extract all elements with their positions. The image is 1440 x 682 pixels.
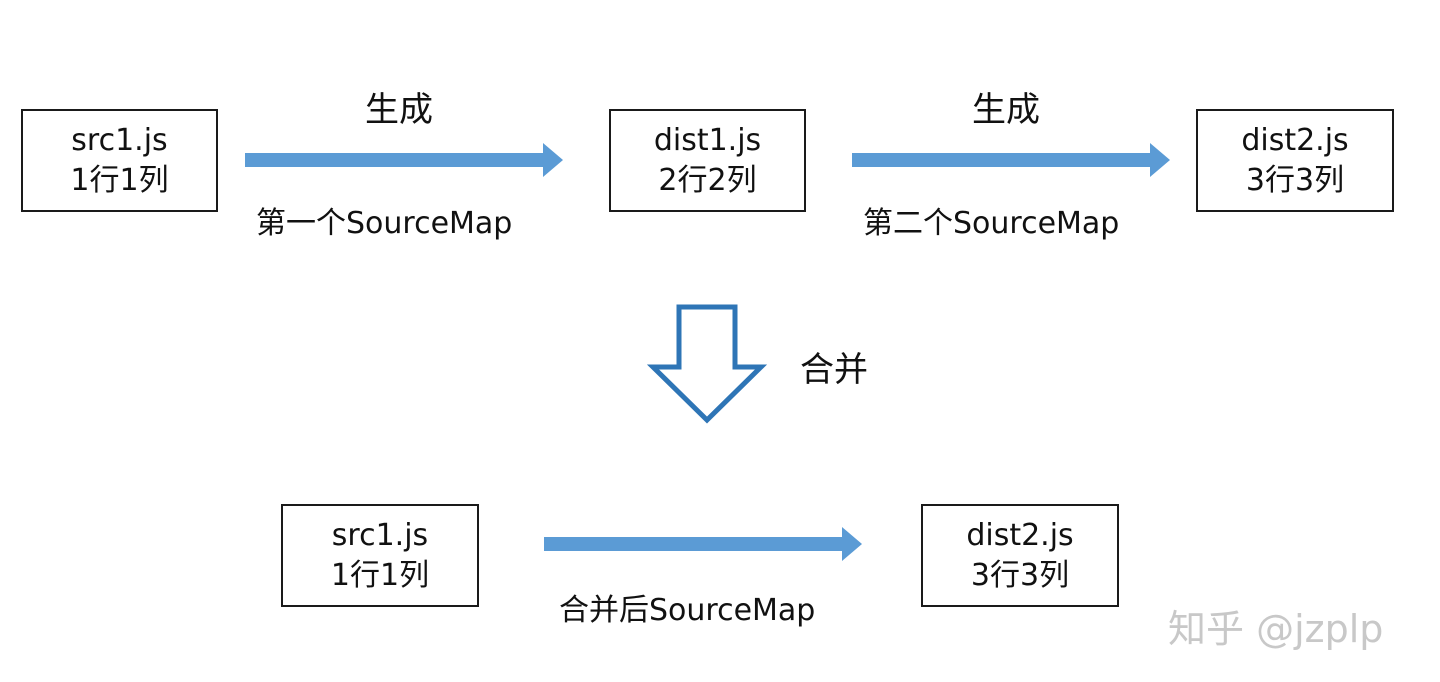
top-src-box: src1.js 1行1列 xyxy=(21,109,218,212)
merge-down-arrow xyxy=(646,304,768,424)
bottom-arrow-label: 合并后SourceMap xyxy=(559,593,816,628)
bottom-dist2-box: dist2.js 3行3列 xyxy=(921,504,1119,607)
bottom-arrow-shape xyxy=(544,527,862,561)
merge-label: 合并 xyxy=(800,350,868,390)
top-arrow-2-bottom-label: 第二个SourceMap xyxy=(863,206,1120,241)
bottom-dist2-filename: dist2.js xyxy=(966,517,1074,553)
top-dist2-position: 3行3列 xyxy=(1245,162,1345,198)
top-arrow-2 xyxy=(852,143,1170,177)
bottom-src-box: src1.js 1行1列 xyxy=(281,504,479,607)
merge-down-arrow-shape xyxy=(646,304,768,424)
top-dist1-box: dist1.js 2行2列 xyxy=(609,109,806,212)
top-dist1-filename: dist1.js xyxy=(653,122,762,158)
bottom-src-filename: src1.js xyxy=(331,517,429,553)
top-arrow-1 xyxy=(245,143,563,177)
top-arrow-2-top-label: 生成 xyxy=(972,90,1040,130)
top-dist2-filename: dist2.js xyxy=(1241,122,1349,158)
top-arrow-1-top-label: 生成 xyxy=(365,90,433,130)
top-src-filename: src1.js xyxy=(71,122,168,158)
bottom-dist2-position: 3行3列 xyxy=(970,557,1070,593)
bottom-src-position: 1行1列 xyxy=(330,557,430,593)
top-arrow-1-shape xyxy=(245,143,563,177)
top-dist1-position: 2行2列 xyxy=(658,162,757,198)
top-arrow-1-bottom-label: 第一个SourceMap xyxy=(256,206,513,241)
watermark: 知乎 @jzplp xyxy=(1168,607,1384,651)
top-dist2-box: dist2.js 3行3列 xyxy=(1196,109,1394,212)
bottom-arrow xyxy=(544,527,862,561)
top-src-position: 1行1列 xyxy=(70,162,169,198)
top-arrow-2-shape xyxy=(852,143,1170,177)
